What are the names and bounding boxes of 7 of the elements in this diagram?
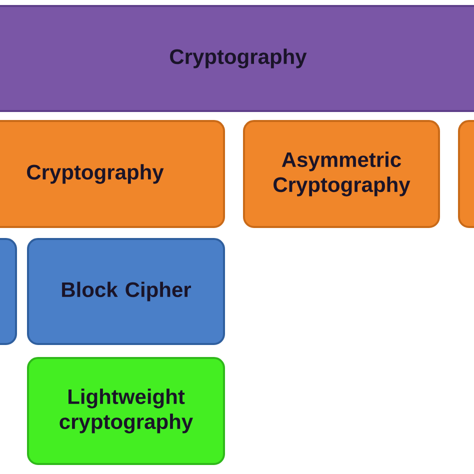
category-box: Asymmetric Cryptography	[243, 120, 440, 228]
category-box: Cryptography	[0, 120, 225, 228]
category-box: Lightweight cryptography	[27, 357, 225, 465]
empty-box	[458, 120, 474, 228]
empty-box	[0, 238, 17, 345]
category-box: Block Cipher	[27, 238, 225, 345]
category-band: Cryptography	[0, 5, 474, 112]
